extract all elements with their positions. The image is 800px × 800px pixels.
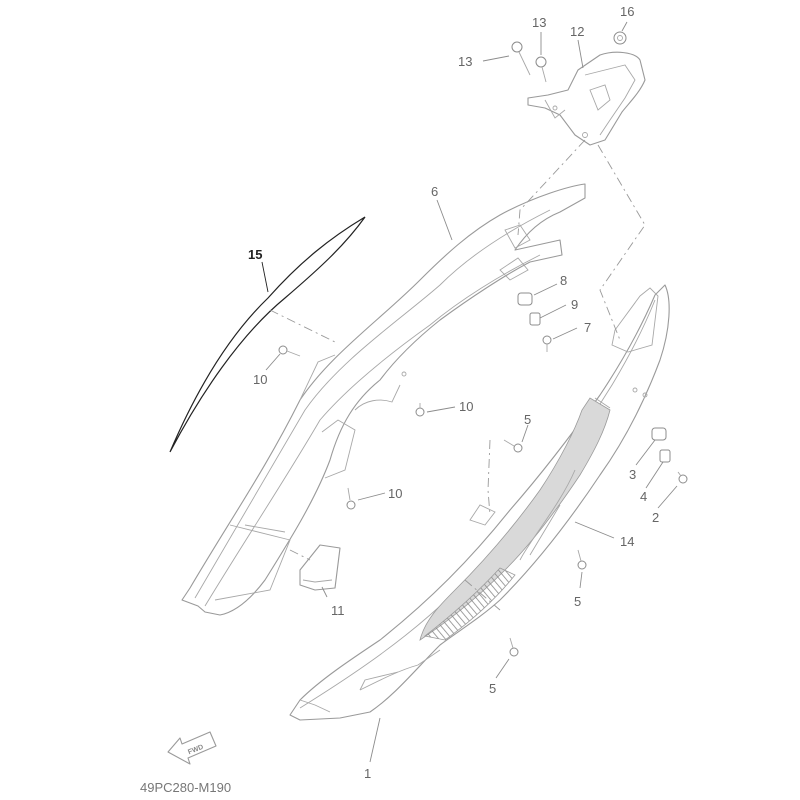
collar-4 — [659, 449, 671, 463]
callout-10-c: 10 — [388, 486, 402, 501]
grommet-3 — [651, 427, 667, 441]
fasteners — [278, 31, 688, 657]
callout-13-a: 13 — [458, 54, 472, 69]
callout-3: 3 — [629, 467, 636, 482]
callout-9: 9 — [571, 297, 578, 312]
callout-14: 14 — [620, 534, 634, 549]
callout-15: 15 — [248, 247, 262, 262]
callout-5-b: 5 — [574, 594, 581, 609]
callout-5-a: 5 — [524, 412, 531, 427]
screw-10-a — [278, 345, 301, 357]
callout-10-b: 10 — [459, 399, 473, 414]
part-15-graphic-strip — [169, 216, 366, 453]
assembly-lines — [289, 139, 646, 561]
screw-5-c — [509, 637, 519, 657]
screw-5-b — [577, 549, 587, 570]
callout-5-c: 5 — [489, 681, 496, 696]
screw-10-b — [415, 403, 425, 417]
callout-2: 2 — [652, 510, 659, 525]
callout-11: 11 — [331, 603, 345, 618]
callout-4: 4 — [640, 489, 647, 504]
part-11-pad — [299, 544, 341, 591]
screw-7 — [542, 335, 552, 352]
screw-13-right — [535, 56, 547, 83]
grommet-8 — [517, 292, 533, 306]
callout-12: 12 — [570, 24, 584, 39]
part-14-decal — [419, 397, 611, 641]
screw-2 — [677, 471, 688, 484]
screw-10-c — [346, 487, 356, 510]
grommet-16 — [613, 31, 627, 45]
callout-7: 7 — [584, 320, 591, 335]
callout-6: 6 — [431, 184, 438, 199]
callout-8: 8 — [560, 273, 567, 288]
callout-1: 1 — [364, 766, 371, 781]
part-12-rear-bracket — [527, 51, 646, 146]
screw-13-left — [511, 41, 531, 76]
leader-lines — [265, 21, 678, 763]
collar-9 — [529, 312, 541, 326]
callout-16: 16 — [620, 4, 634, 19]
screw-5-a — [503, 439, 523, 453]
callouts: 1 2 3 4 5 5 5 5 6 7 8 9 10 10 10 10 11 1… — [248, 4, 659, 781]
callout-10-a: 10 — [253, 372, 267, 387]
fwd-arrow: FWD — [167, 731, 217, 765]
part-6-side-rail — [181, 183, 586, 616]
diagram-code: 49PC280-M190 — [140, 780, 231, 795]
callout-13-b: 13 — [532, 15, 546, 30]
